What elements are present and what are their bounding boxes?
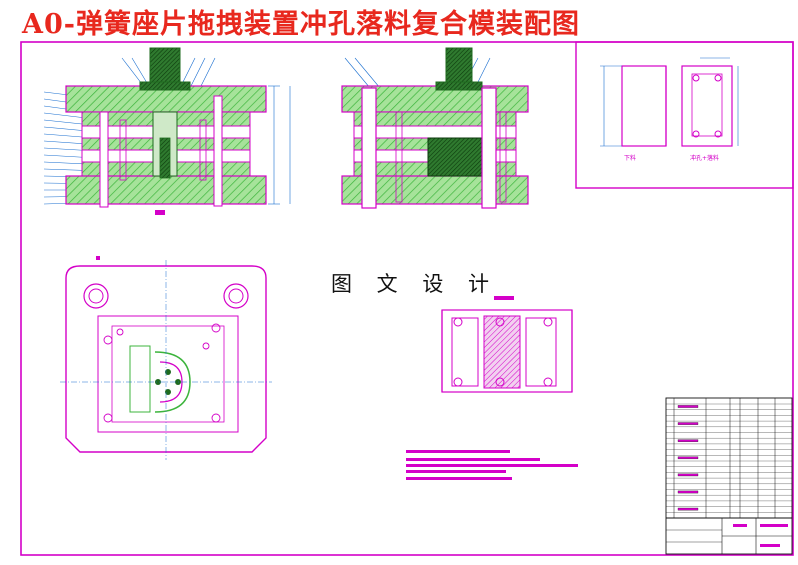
strip-layout: 下料 冲孔+落料 — [575, 41, 794, 189]
side-section-view — [341, 47, 529, 209]
plan-view — [60, 256, 272, 460]
title-block — [665, 397, 793, 555]
sheet-border — [20, 41, 794, 556]
bom-entry-mark — [677, 490, 699, 494]
technical-notes — [406, 450, 578, 480]
bom-entry-mark — [677, 507, 699, 511]
watermark-text: 图 文 设 计 — [331, 272, 499, 296]
part-detail — [441, 296, 573, 393]
bom-entry-mark — [677, 456, 699, 460]
bom-entry-mark — [677, 422, 699, 425]
drawing-title: A0-弹簧座片拖拽装置冲孔落料复合模装配图 — [22, 9, 580, 40]
bom-entry-mark — [677, 405, 699, 408]
bom-entry-mark — [677, 473, 699, 477]
die-section-view — [43, 47, 291, 215]
strip-label-punch: 冲孔+落料 — [690, 154, 719, 162]
bom-entry-mark — [677, 439, 699, 442]
strip-label-blank: 下料 — [624, 154, 636, 162]
